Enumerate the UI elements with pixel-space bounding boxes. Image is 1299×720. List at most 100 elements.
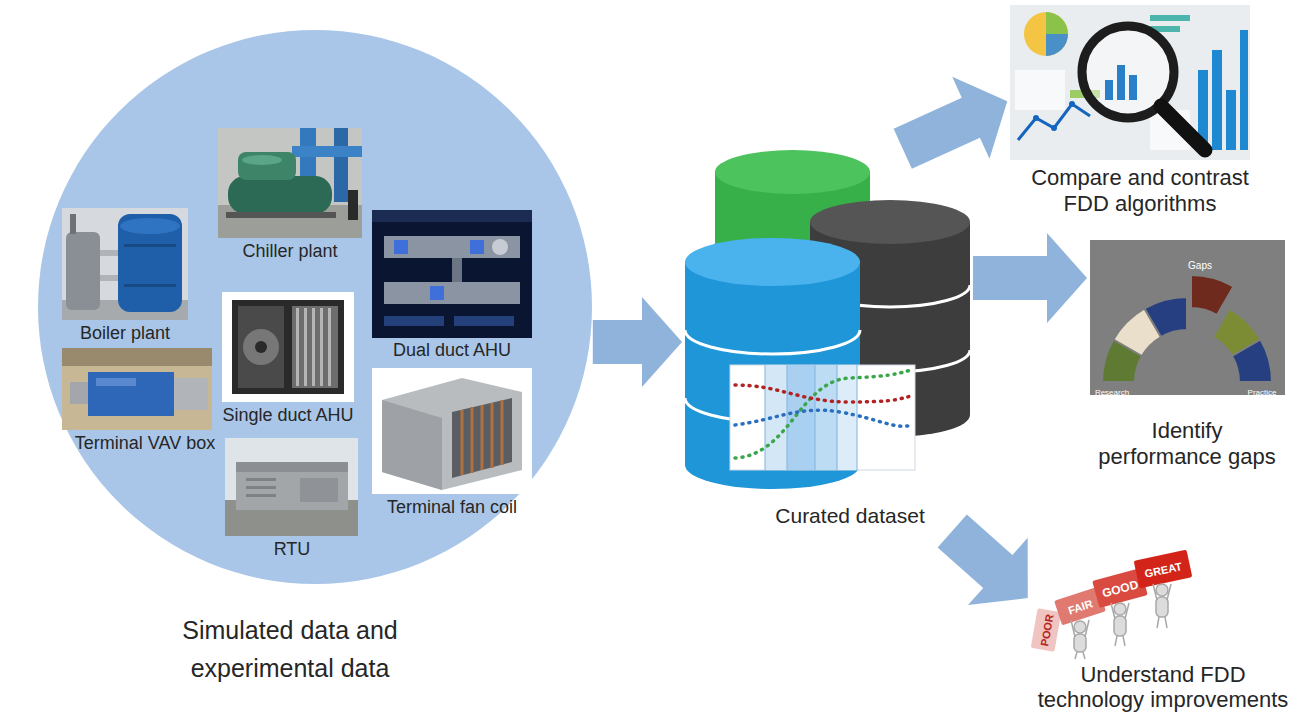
puzzle-arch-picture — [1090, 240, 1285, 395]
equipment-node: Terminal VAV box — [60, 348, 230, 455]
analytics-picture — [1069, 101, 1075, 107]
improvement-blocks-picture — [1031, 608, 1062, 652]
dual-duct-screen — [452, 258, 462, 282]
picture-label: Practice — [1248, 381, 1277, 399]
improvement-blocks-picture — [1134, 550, 1193, 589]
picture-label: Practice — [1248, 389, 1277, 397]
boiler-photo — [62, 208, 188, 320]
rtu-photo — [236, 462, 348, 472]
picture-label: Gaps — [1188, 255, 1212, 273]
source-circle-node: Simulated data and experimental dataChil… — [38, 30, 592, 687]
single-duct-photo — [238, 306, 284, 388]
equipment-node: Dual duct AHU — [368, 210, 536, 362]
node-label: Single duct AHU — [208, 405, 368, 427]
picture-label: Gaps — [1188, 261, 1212, 271]
block-arrow — [973, 233, 1087, 323]
analytics-picture — [1129, 75, 1137, 100]
single-duct-photo — [232, 300, 344, 394]
dual-duct-screen — [372, 210, 532, 338]
analytics-picture — [1010, 5, 1250, 160]
chiller-photo — [218, 128, 362, 238]
boiler-photo — [124, 284, 176, 287]
analytics-picture — [1117, 65, 1125, 100]
improvement-blocks-picture — [1111, 603, 1129, 646]
dataset-chart — [735, 385, 912, 402]
dual-duct-screen — [470, 240, 484, 254]
improvement-blocks-picture — [1114, 603, 1126, 615]
database-cylinders — [685, 330, 860, 354]
rtu-photo — [225, 438, 358, 536]
picture-label: Research — [1095, 381, 1129, 399]
analytics-picture — [1212, 50, 1222, 150]
database-cylinders — [685, 262, 860, 489]
improvement-blocks-picture — [1074, 634, 1086, 652]
database-cylinders — [715, 150, 870, 194]
chiller-photo — [292, 146, 362, 157]
improvement-blocks-picture — [1156, 597, 1168, 617]
vav-box-photo — [62, 348, 212, 366]
improvement-blocks-picture — [1156, 584, 1168, 596]
improvement-blocks-picture — [1071, 620, 1089, 659]
dataset-chart — [735, 410, 912, 426]
fan-coil-photo — [372, 368, 532, 494]
database-cylinders — [685, 150, 970, 489]
single-duct-photo — [292, 306, 338, 388]
analytics-picture — [1033, 115, 1039, 121]
boiler-photo — [66, 232, 100, 310]
dual-duct-screen — [372, 210, 532, 338]
vav-box-photo — [62, 348, 212, 430]
rtu-photo — [225, 438, 358, 536]
single-duct-photo — [328, 308, 331, 386]
dataset-chart — [787, 365, 815, 470]
dataset-chart — [730, 365, 915, 470]
dual-duct-screen — [372, 210, 532, 222]
rtu-photo — [246, 478, 276, 481]
database-cylinders — [685, 238, 860, 286]
node-label: Compare and contrast FDD algorithms — [1015, 165, 1265, 218]
fan-coil-photo — [382, 378, 522, 490]
block-label: GREAT — [1143, 556, 1184, 581]
boiler-photo — [120, 218, 180, 234]
single-duct-photo — [296, 308, 299, 386]
block-label: POOR — [1039, 613, 1055, 647]
analytics-picture — [1105, 80, 1113, 100]
improvement-blocks-picture — [1074, 621, 1086, 633]
chiller-photo — [334, 128, 348, 202]
puzzle-arch-picture — [1090, 240, 1285, 395]
single-duct-photo — [243, 329, 279, 365]
node-label: Terminal fan coil — [368, 497, 536, 519]
fan-coil-photo — [372, 368, 532, 494]
dataset-chart — [730, 365, 915, 470]
rtu-photo — [246, 486, 276, 489]
block-label: FAIR — [1065, 594, 1094, 619]
fan-coil-photo — [462, 400, 502, 475]
equipment-node: Chiller plant — [210, 128, 370, 263]
single-duct-photo — [255, 341, 267, 353]
node-label: Curated dataset — [760, 503, 940, 528]
chiller-photo — [226, 212, 336, 218]
block-arrow — [938, 515, 1028, 606]
improvement-blocks-picture — [1031, 608, 1062, 652]
rtu-photo — [236, 470, 348, 510]
analytics-picture — [1024, 12, 1068, 56]
improvement-blocks-picture — [1134, 550, 1193, 589]
single-duct-photo — [320, 308, 323, 386]
vav-box-photo — [174, 378, 208, 410]
boiler-photo — [70, 214, 76, 234]
improvement-blocks-picture — [1114, 616, 1126, 636]
vav-box-photo — [70, 382, 88, 404]
puzzle-arch-picture — [1145, 297, 1188, 337]
single-duct-photo — [222, 292, 354, 402]
fan-coil-photo — [452, 398, 512, 478]
rtu-photo — [246, 494, 276, 497]
node-label: Boiler plant — [55, 323, 195, 345]
dataset-chart — [735, 370, 912, 458]
single-duct-photo — [312, 308, 315, 386]
node-label: Identify performance gaps — [1092, 418, 1282, 471]
boiler-photo — [100, 250, 118, 256]
analytics-picture — [1015, 70, 1065, 110]
chiller-photo — [228, 176, 332, 214]
puzzle-arch-picture — [1232, 340, 1272, 383]
